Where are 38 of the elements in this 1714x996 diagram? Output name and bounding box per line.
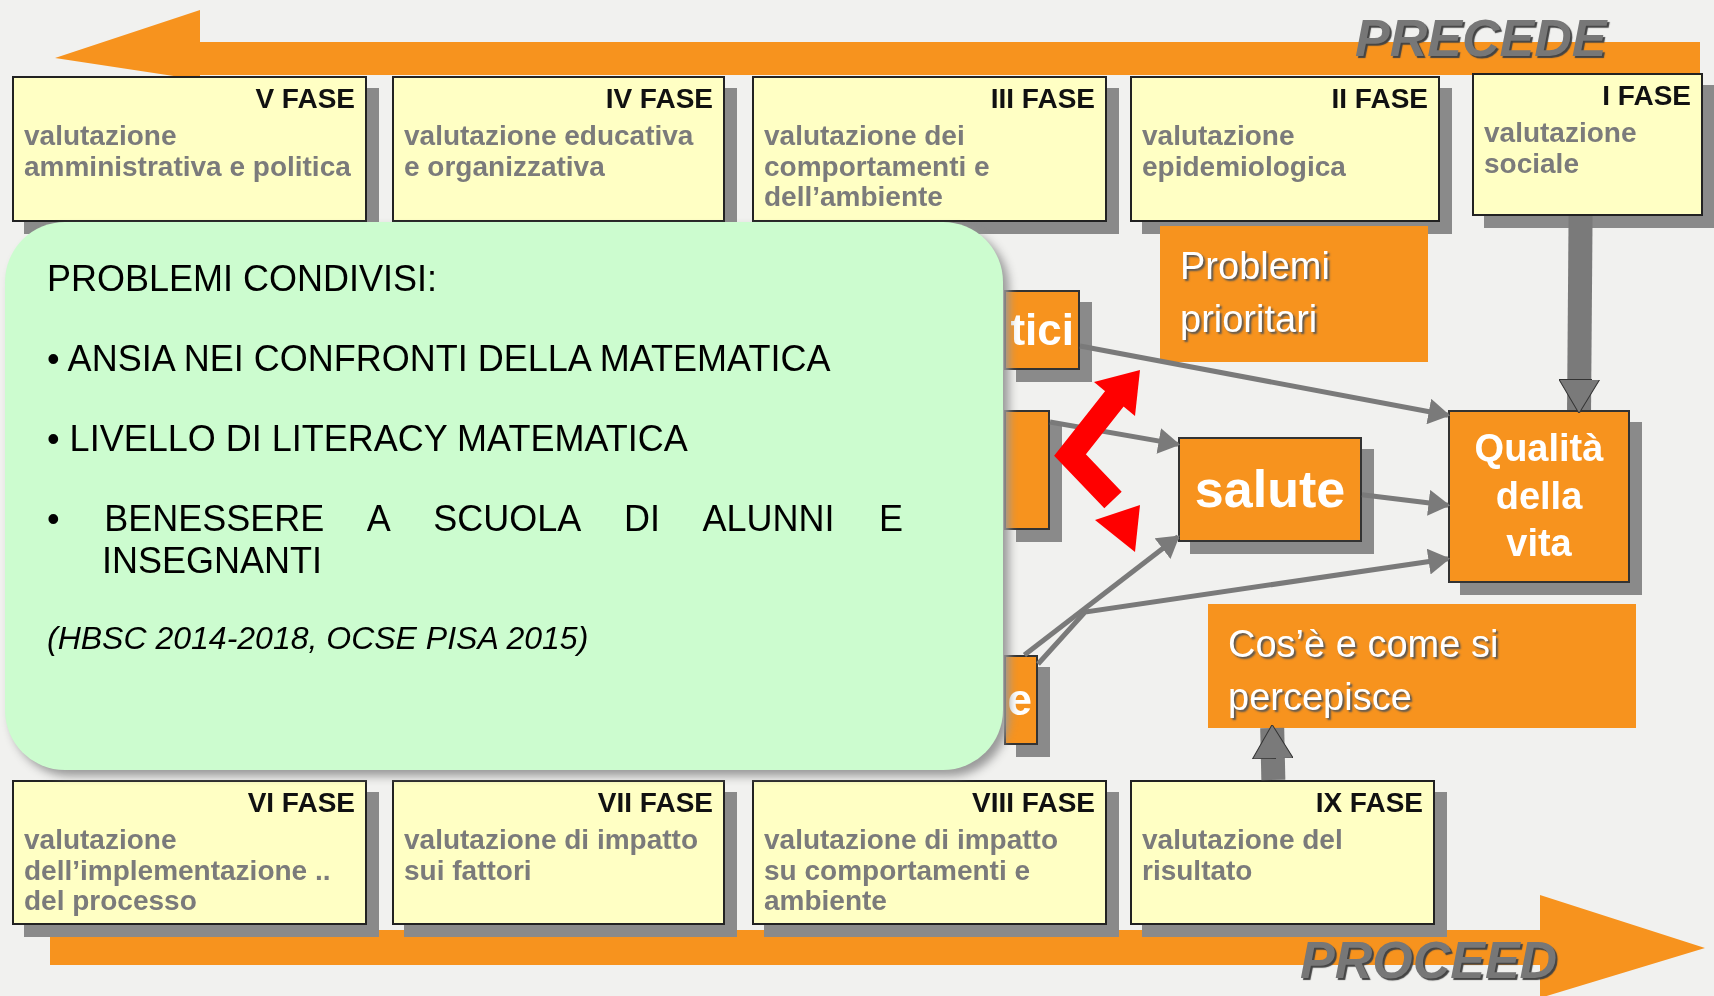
arrow bbox=[1361, 489, 1451, 516]
phase-text: valutazione del risultato bbox=[1142, 824, 1344, 887]
phase-text: valutazione amministrativa e politica bbox=[24, 120, 352, 183]
bullet-item: • BENESSERE A SCUOLA DI ALUNNI E INSEGNANTI bbox=[47, 498, 903, 582]
box-text: tici bbox=[1010, 305, 1074, 355]
callout-heading: PROBLEMI CONDIVISI: bbox=[47, 258, 439, 300]
box-text: salute bbox=[1194, 459, 1346, 520]
phase-title: VII FASE bbox=[596, 788, 713, 819]
phase-text: valutazione educativa e organizzativa bbox=[404, 120, 695, 183]
phase-title: II FASE bbox=[1330, 84, 1428, 115]
phase-text: valutazione di impatto sui fattori bbox=[404, 824, 700, 887]
box-text: Problemi prioritari bbox=[1180, 244, 1331, 343]
bullet-item: • ANSIA NEI CONFRONTI DELLA MATEMATICA bbox=[47, 338, 832, 380]
note-box bbox=[1208, 604, 1636, 728]
callout-box bbox=[5, 222, 1003, 770]
box-text: Cos’è e come si percepisce bbox=[1228, 622, 1500, 721]
phase-text: valutazione sociale bbox=[1484, 117, 1638, 180]
phase-title: IX FASE bbox=[1314, 788, 1423, 819]
phase-title: III FASE bbox=[989, 84, 1095, 115]
box-text: Qualità della vita bbox=[1473, 426, 1605, 567]
arrow bbox=[1036, 548, 1451, 666]
phase-text: valutazione epidemiologica bbox=[1142, 120, 1347, 183]
phase-title: I FASE bbox=[1601, 81, 1691, 112]
phase-text: valutazione di impatto su comportamenti e ambiente bbox=[764, 824, 1060, 918]
arrow bbox=[1079, 343, 1451, 425]
phase-title: VIII FASE bbox=[971, 788, 1095, 819]
phase-title: V FASE bbox=[254, 84, 355, 115]
arrow bbox=[1558, 215, 1601, 414]
arrow bbox=[1251, 724, 1294, 781]
source-note: (HBSC 2014-2018, OCSE PISA 2015) bbox=[47, 620, 590, 657]
arrow bbox=[1022, 534, 1180, 657]
phase-text: valutazione dell’implementazione .. del processo bbox=[24, 824, 332, 918]
phase-title: IV FASE bbox=[604, 84, 713, 115]
phase-text: valutazione dei comportamenti e dell’ambiente bbox=[764, 120, 991, 214]
phase-title: VI FASE bbox=[246, 788, 355, 819]
note-box bbox=[1160, 226, 1428, 362]
box-text: e bbox=[1007, 675, 1032, 725]
bullet-item: • LIVELLO DI LITERACY MATEMATICA bbox=[47, 418, 689, 460]
